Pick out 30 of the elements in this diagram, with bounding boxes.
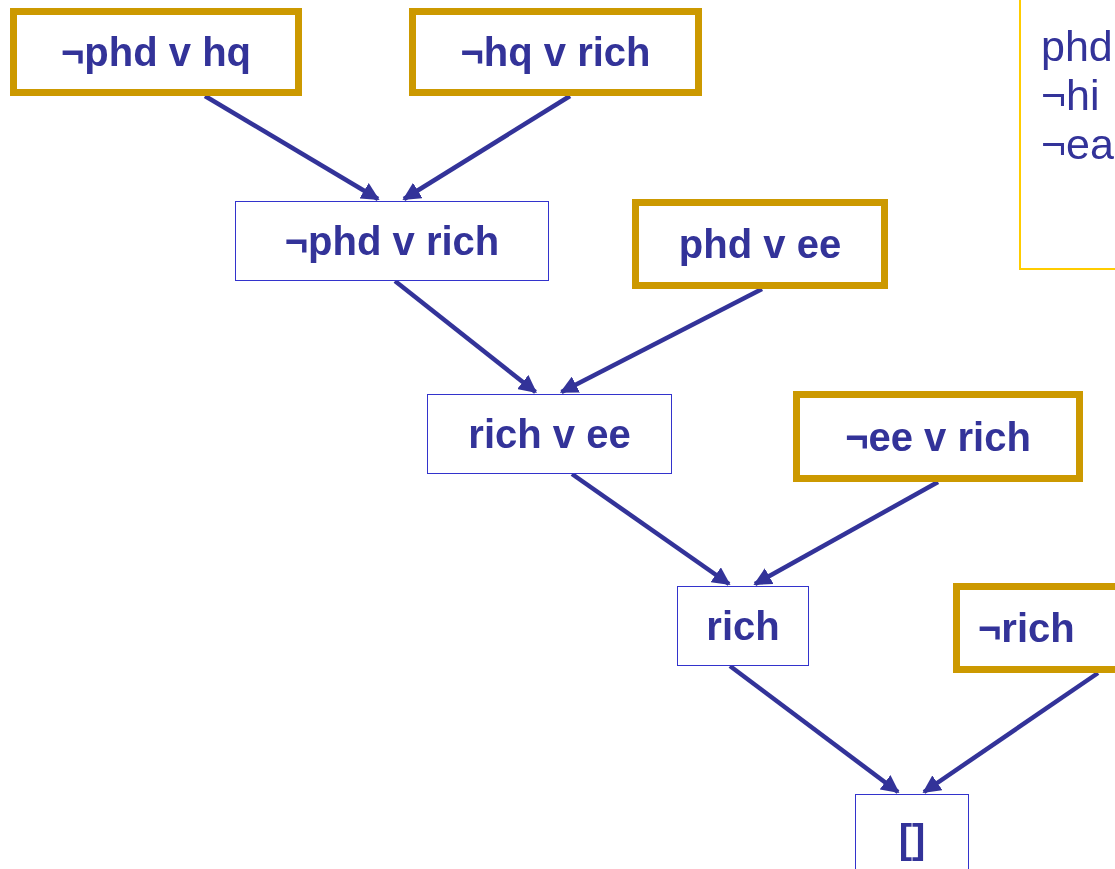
clause-text: ¬phd v rich	[284, 221, 500, 261]
clause-text: ¬hq v rich	[460, 32, 651, 72]
arrow	[393, 279, 537, 394]
arrow	[203, 94, 380, 201]
clause-text: ¬rich	[978, 608, 1075, 648]
clause-box	[409, 8, 702, 96]
clause-box	[953, 583, 1115, 673]
clause-box	[632, 199, 888, 289]
clause-text: phd	[1041, 22, 1113, 71]
clause-text: ¬phd v hq	[61, 32, 251, 72]
arrow	[753, 480, 940, 586]
resolvent-box	[677, 586, 809, 666]
arrow	[570, 472, 731, 586]
clause-text: []	[898, 819, 926, 859]
clause-text: ¬ee v rich	[845, 416, 1031, 457]
clause-text: ¬hi	[1041, 71, 1100, 120]
resolvent-box	[427, 394, 672, 474]
clause-text: rich v ee	[468, 414, 631, 454]
resolvent-box	[235, 201, 549, 281]
clause-text: phd v ee	[678, 224, 842, 264]
clause-text: rich	[706, 606, 780, 646]
arrow	[922, 671, 1100, 794]
clause-text: ¬ea	[1041, 120, 1114, 169]
clause-box	[10, 8, 302, 96]
clause-box	[793, 391, 1083, 482]
arrow	[728, 664, 900, 794]
note-box	[1019, 0, 1115, 270]
arrow	[402, 94, 572, 201]
arrow	[559, 287, 764, 394]
resolvent-box	[855, 794, 969, 869]
